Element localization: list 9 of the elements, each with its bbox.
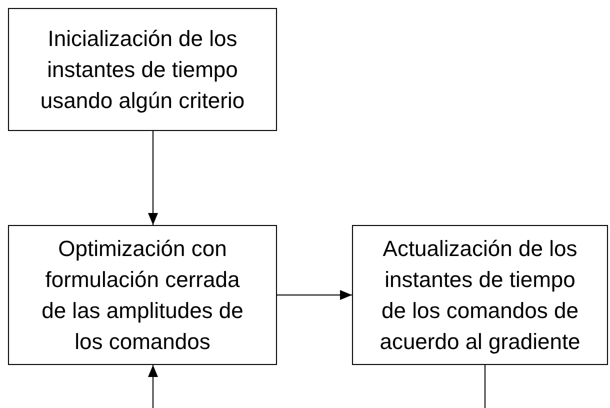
- arrow: [148, 364, 158, 408]
- arrow: [148, 130, 158, 226]
- arrow: [276, 290, 352, 300]
- box-text: Actualización de los instantes de tiempo de los comandos de acuerdo al gradiente: [378, 235, 582, 356]
- box-text: Optimización con formulación cerrada de las amplitudes de los comandos: [40, 235, 244, 356]
- box-text: Inicialización de los instantes de tiempo usando algún criterio: [39, 25, 246, 115]
- process-box: [8, 225, 277, 365]
- process-box: [8, 8, 277, 131]
- process-box: [352, 225, 608, 365]
